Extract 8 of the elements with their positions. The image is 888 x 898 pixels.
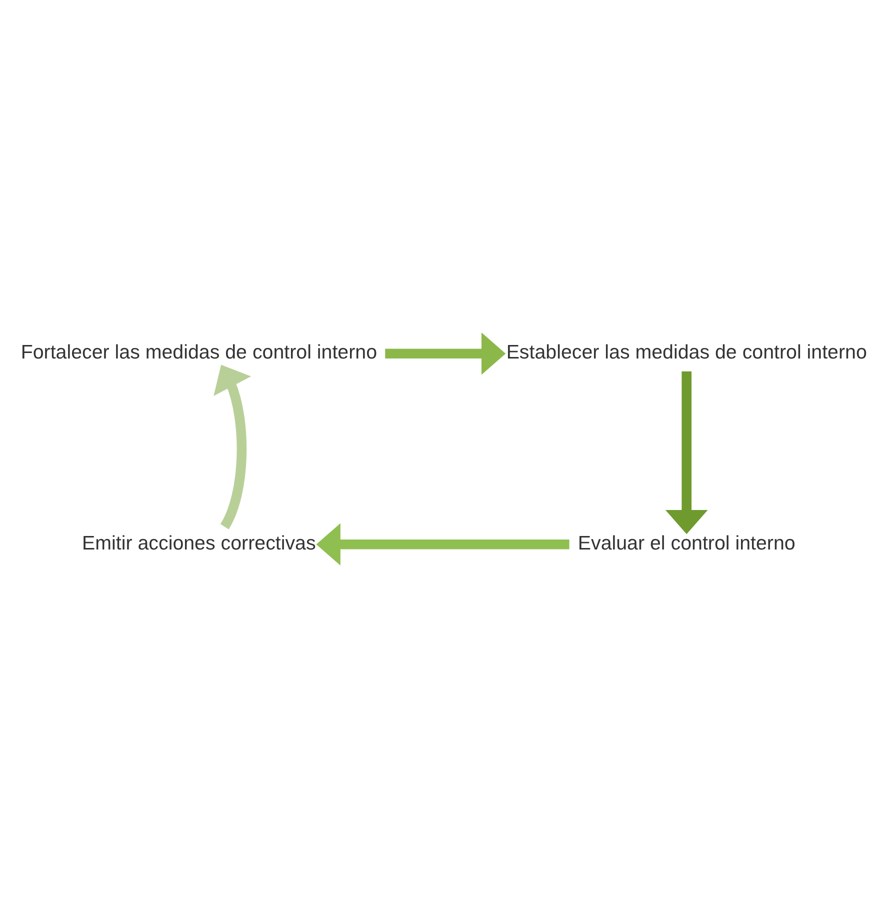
node-text: Evaluar el control interno xyxy=(578,532,796,554)
arrow xyxy=(385,332,506,375)
arrow xyxy=(665,371,708,534)
node-text: Establecer las medidas de control interno xyxy=(506,342,867,364)
arrow xyxy=(214,364,252,529)
arrow xyxy=(316,523,570,566)
node-text: Fortalecer las medidas de control interno xyxy=(20,342,378,364)
node-text: Emitir acciones correctivas xyxy=(82,532,316,554)
